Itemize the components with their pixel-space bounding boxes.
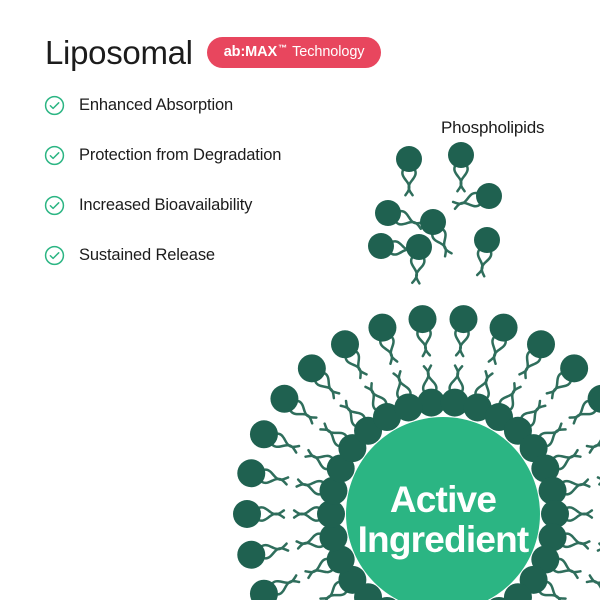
checklist-item: Increased Bioavailability [44, 192, 281, 218]
checklist-item-label: Increased Bioavailability [79, 195, 253, 214]
badge-trademark-icon: ™ [278, 43, 288, 53]
checklist-item: Protection from Degradation [44, 142, 281, 168]
badge-brand: ab:MAX [223, 44, 278, 60]
checklist-item-label: Sustained Release [79, 245, 215, 264]
liposome-bilayer [233, 305, 600, 600]
checklist-item: Sustained Release [44, 242, 281, 268]
core-label-line1: Active [390, 479, 496, 520]
checklist-item-label: Enhanced Absorption [79, 95, 234, 114]
checklist-item-label: Protection from Degradation [79, 145, 282, 164]
check-circle-icon [44, 145, 65, 165]
badge-suffix: Technology [292, 44, 365, 60]
check-circle-icon [44, 95, 65, 115]
page-title: Liposomal [45, 34, 193, 71]
check-circle-icon [44, 245, 65, 265]
check-circle-icon [44, 195, 65, 215]
checklist-item: Enhanced Absorption [44, 92, 281, 118]
free-phospholipid-cluster [368, 142, 502, 285]
phospholipids-label: Phospholipids [441, 118, 545, 137]
core-label-line2: Ingredient [358, 519, 529, 560]
